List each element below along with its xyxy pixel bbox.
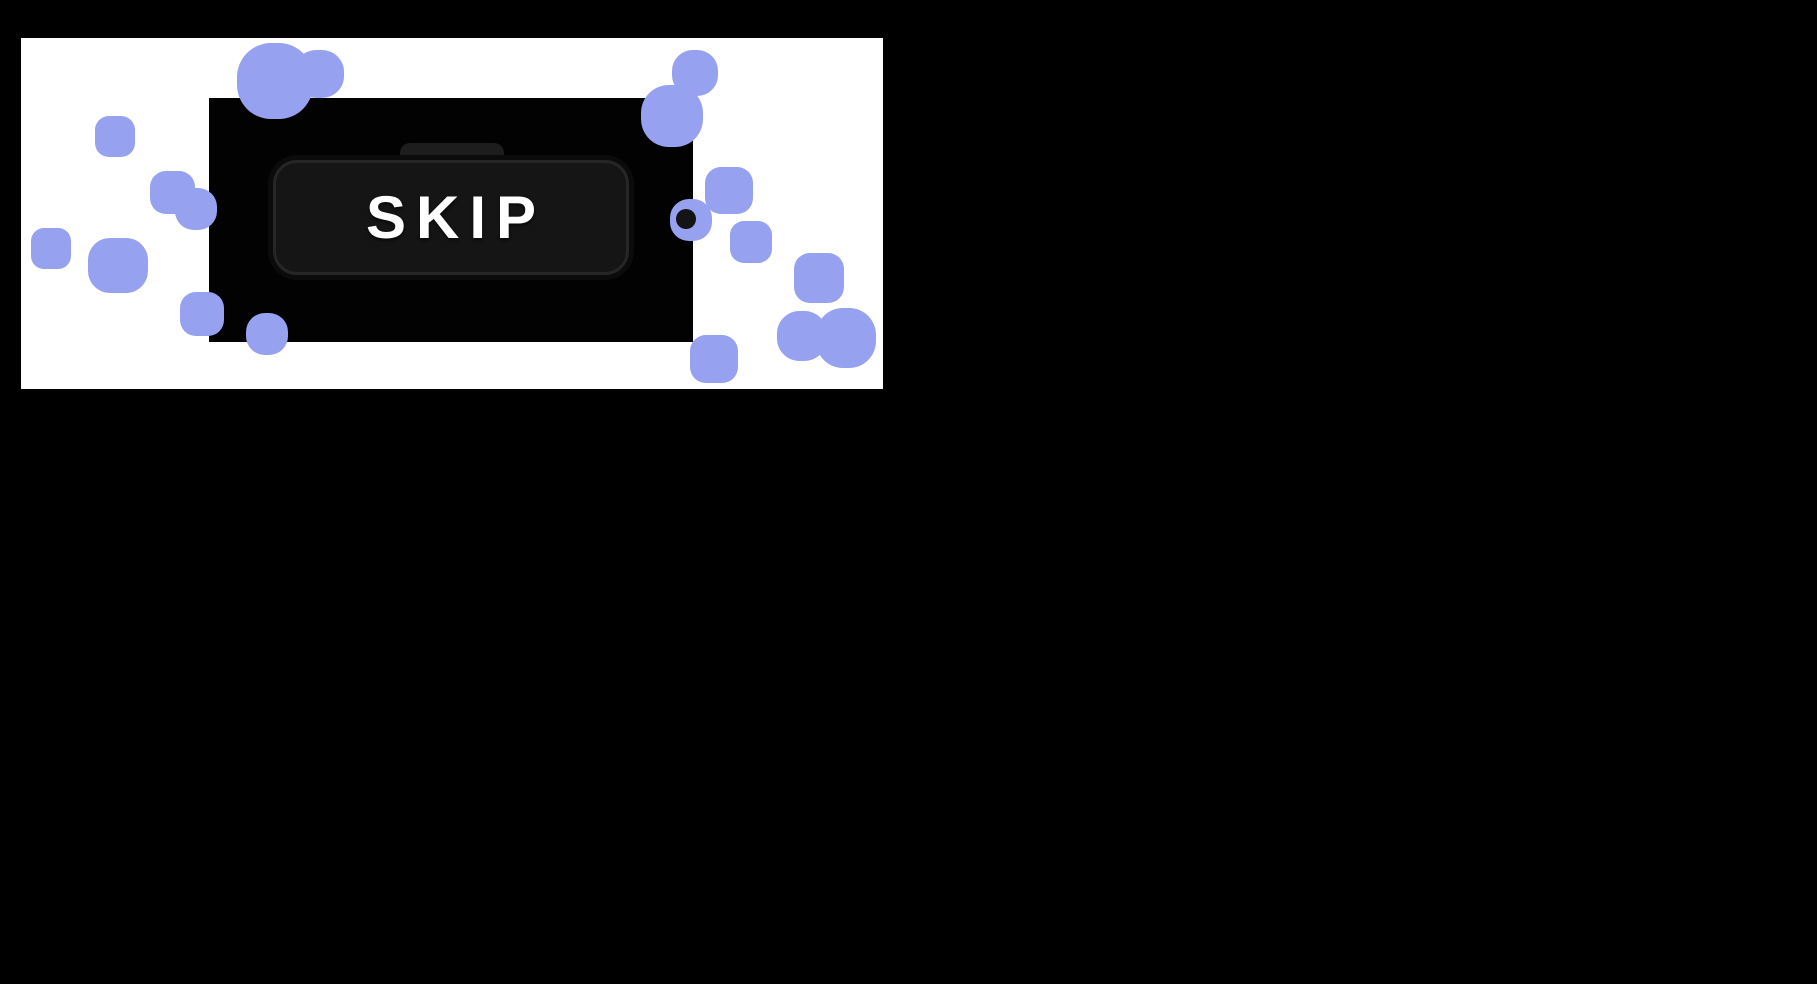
paint-blob bbox=[816, 308, 876, 368]
paint-blob bbox=[31, 228, 71, 269]
skip-button[interactable]: SKIP bbox=[273, 160, 629, 275]
paint-blob bbox=[641, 85, 703, 147]
paint-blob bbox=[246, 313, 288, 355]
paint-blob bbox=[705, 167, 753, 214]
ad-panel: SKIP bbox=[21, 38, 883, 389]
video-stage: SKIP bbox=[209, 98, 693, 342]
paint-blob bbox=[670, 199, 712, 241]
paint-blob bbox=[730, 221, 772, 263]
paint-blob bbox=[294, 50, 344, 98]
paint-blob bbox=[95, 116, 135, 157]
paint-blob bbox=[180, 292, 224, 336]
paint-blob bbox=[88, 238, 148, 293]
skip-button-label: SKIP bbox=[365, 183, 547, 251]
paint-blob-hole bbox=[676, 209, 696, 229]
paint-blob bbox=[690, 335, 738, 383]
paint-blob bbox=[794, 253, 844, 303]
paint-blob bbox=[175, 188, 217, 230]
